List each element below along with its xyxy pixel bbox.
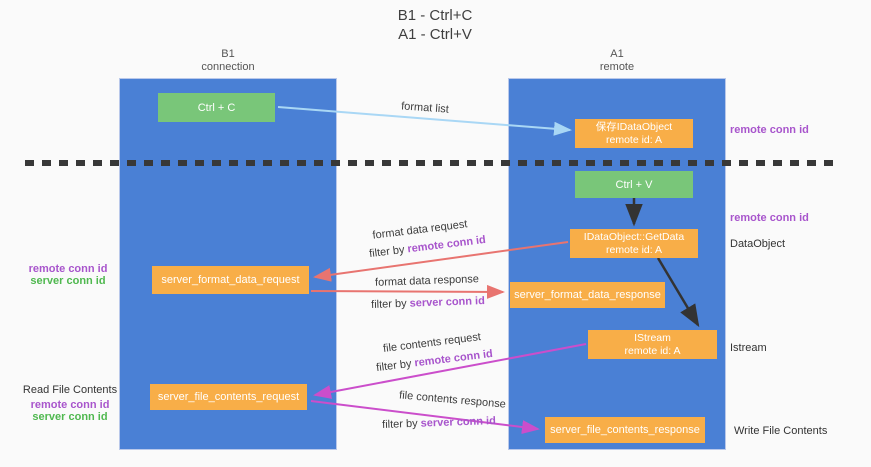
- annotation-remote-conn-id-mid-right: remote conn id: [730, 212, 809, 224]
- filter-by-server-conn-id-label-1: filter by server conn id: [358, 295, 498, 312]
- filter-by-text: filter by: [368, 243, 409, 261]
- lane-header-b1: B1 connection: [119, 48, 337, 74]
- server-file-contents-response-box: server_file_contents_response: [545, 417, 705, 443]
- server-file-contents-request-label: server_file_contents_request: [157, 391, 300, 403]
- annotation-server-conn-id-left-2: server conn id: [32, 411, 108, 423]
- ctrl-v-label: Ctrl + V: [615, 178, 653, 191]
- annotation-server-conn-id-left-1: server conn id: [30, 275, 106, 287]
- idataobject-getdata-box: IDataObject::GetData remote id: A: [570, 229, 698, 258]
- istream-line1: IStream: [634, 331, 671, 344]
- annotation-write-file-contents: Write File Contents: [734, 425, 828, 437]
- ctrl-c-label: Ctrl + C: [197, 101, 236, 114]
- lane-a1-subtitle: remote: [599, 61, 635, 73]
- title-line-2: A1 - Ctrl+V: [398, 26, 472, 43]
- filter-by-text: filter by: [381, 417, 421, 431]
- lane-header-a1: A1 remote: [508, 48, 726, 74]
- arrow-format-data-response: [310, 284, 505, 299]
- lane-b1-subtitle: connection: [201, 61, 255, 73]
- server-file-contents-response-label: server_file_contents_response: [550, 424, 700, 436]
- filter-by-server-conn-id-label-2: filter by server conn id: [369, 415, 509, 432]
- lane-a1-name: A1: [610, 48, 624, 60]
- server-format-data-request-box: server_format_data_request: [152, 266, 309, 294]
- format-data-response-label: format data response: [374, 273, 480, 289]
- annotation-left-ids-1: remote conn id server conn id: [18, 263, 118, 287]
- annotation-left-ids-2: Read File Contents remote conn id server…: [18, 384, 122, 423]
- save-idataobject-box: 保存IDataObject remote id: A: [575, 119, 693, 148]
- annotation-remote-conn-id-left-2: remote conn id: [30, 399, 110, 411]
- lane-b1-name: B1: [221, 48, 235, 60]
- ctrl-c-box: Ctrl + C: [158, 93, 275, 122]
- save-idataobject-line1: 保存IDataObject: [595, 120, 673, 133]
- ctrl-v-box: Ctrl + V: [575, 171, 693, 198]
- server-conn-id-text: server conn id: [409, 295, 486, 310]
- title-line-1: B1 - Ctrl+C: [397, 7, 473, 24]
- format-list-label: format list: [400, 100, 450, 116]
- annotation-remote-conn-id-left-1: remote conn id: [28, 263, 108, 275]
- remote-conn-id-text: remote conn id: [413, 347, 494, 370]
- annotation-remote-conn-id-top-right: remote conn id: [730, 124, 809, 136]
- getdata-line2: remote id: A: [605, 243, 663, 256]
- remote-conn-id-text: remote conn id: [406, 233, 487, 256]
- save-idataobject-line2: remote id: A: [605, 133, 663, 146]
- server-file-contents-request-box: server_file_contents_request: [150, 384, 307, 410]
- server-format-data-response-label: server_format_data_response: [514, 289, 661, 301]
- istream-line2: remote id: A: [624, 344, 681, 357]
- server-conn-id-text: server conn id: [420, 415, 497, 430]
- server-format-data-request-label: server_format_data_request: [161, 274, 300, 286]
- istream-box: IStream remote id: A: [588, 330, 717, 359]
- filter-by-text: filter by: [370, 297, 410, 311]
- filter-by-text: filter by: [375, 357, 416, 375]
- annotation-istream: Istream: [730, 342, 767, 354]
- server-format-data-response-box: server_format_data_response: [510, 282, 665, 308]
- annotation-dataobject: DataObject: [730, 238, 786, 250]
- annotation-read-file-contents: Read File Contents: [22, 384, 118, 396]
- page-title: B1 - Ctrl+C A1 - Ctrl+V: [300, 6, 570, 44]
- getdata-line1: IDataObject::GetData: [583, 230, 685, 243]
- file-contents-response-label: file contents response: [398, 389, 507, 411]
